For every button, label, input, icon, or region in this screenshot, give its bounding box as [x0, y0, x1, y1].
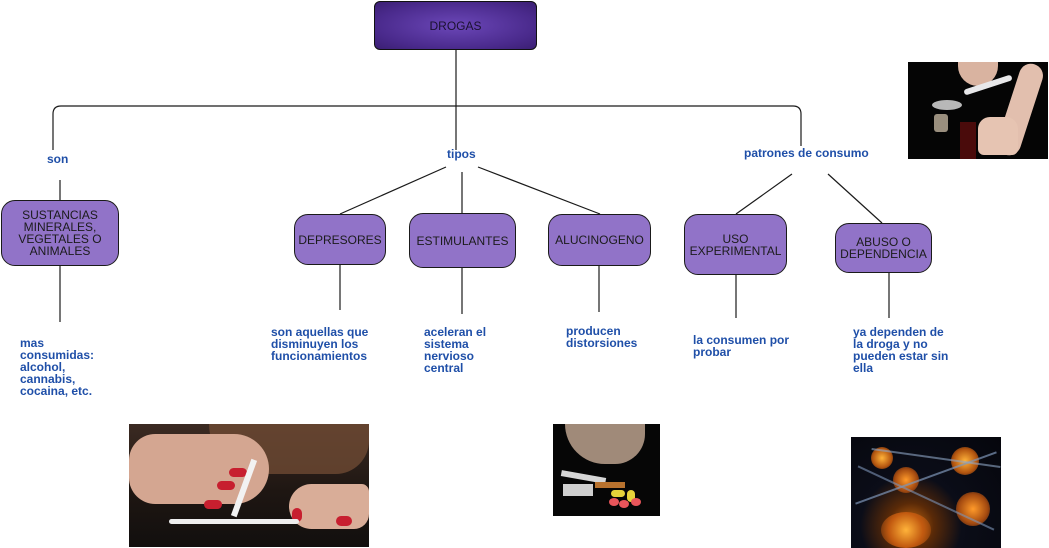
root-node-drogas[interactable]: DROGAS: [374, 1, 537, 50]
node-label: USO EXPERIMENTAL: [689, 231, 782, 258]
node-abuso-dependencia[interactable]: ABUSO O DEPENDENCIA: [835, 223, 932, 273]
desc-estimulantes: aceleran el sistema nervioso central: [424, 325, 487, 375]
node-uso-experimental[interactable]: USO EXPERIMENTAL: [684, 214, 787, 275]
node-label: ABUSO O DEPENDENCIA: [840, 235, 927, 261]
snorting-powder-photo: [129, 424, 369, 547]
connector-bus: [52, 105, 802, 150]
node-label: ALUCINOGENO: [555, 233, 644, 247]
node-label: DEPRESORES: [298, 232, 382, 247]
connector-tipos-to-depresores: [339, 166, 447, 215]
node-label: SUSTANCIAS MINERALES, VEGETALES O ANIMAL…: [18, 208, 102, 258]
desc-sustancias: mas consumidas: alcohol, cannabis, cocai…: [20, 336, 95, 398]
link-label-patrones-de-consumo: patrones de consumo: [744, 146, 869, 160]
connector-tipos-to-alucinogeno: [477, 166, 601, 215]
syringe-injection-arm-photo: [908, 62, 1048, 159]
connector-patrones-to-uso: [735, 173, 793, 215]
node-estimulantes[interactable]: ESTIMULANTES: [409, 213, 516, 268]
node-sustancias[interactable]: SUSTANCIAS MINERALES, VEGETALES O ANIMAL…: [1, 200, 119, 266]
root-label: DROGAS: [429, 18, 482, 33]
node-depresores[interactable]: DEPRESORES: [294, 214, 386, 265]
link-label-son: son: [47, 152, 69, 166]
desc-depresores: son aquellas que disminuyen los funciona…: [271, 325, 369, 363]
desc-abuso-dependencia: ya dependen de la droga y no pueden esta…: [853, 325, 949, 375]
pills-and-syringe-photo: [553, 424, 660, 516]
desc-alucinogeno: producen distorsiones: [566, 324, 638, 350]
link-label-tipos: tipos: [447, 147, 476, 161]
desc-uso-experimental: la consumen por probar: [693, 333, 790, 359]
node-label: ESTIMULANTES: [416, 233, 509, 248]
neurons-photo: [851, 437, 1001, 548]
node-alucinogeno[interactable]: ALUCINOGENO: [548, 214, 651, 266]
connector-patrones-to-abuso: [827, 173, 883, 224]
